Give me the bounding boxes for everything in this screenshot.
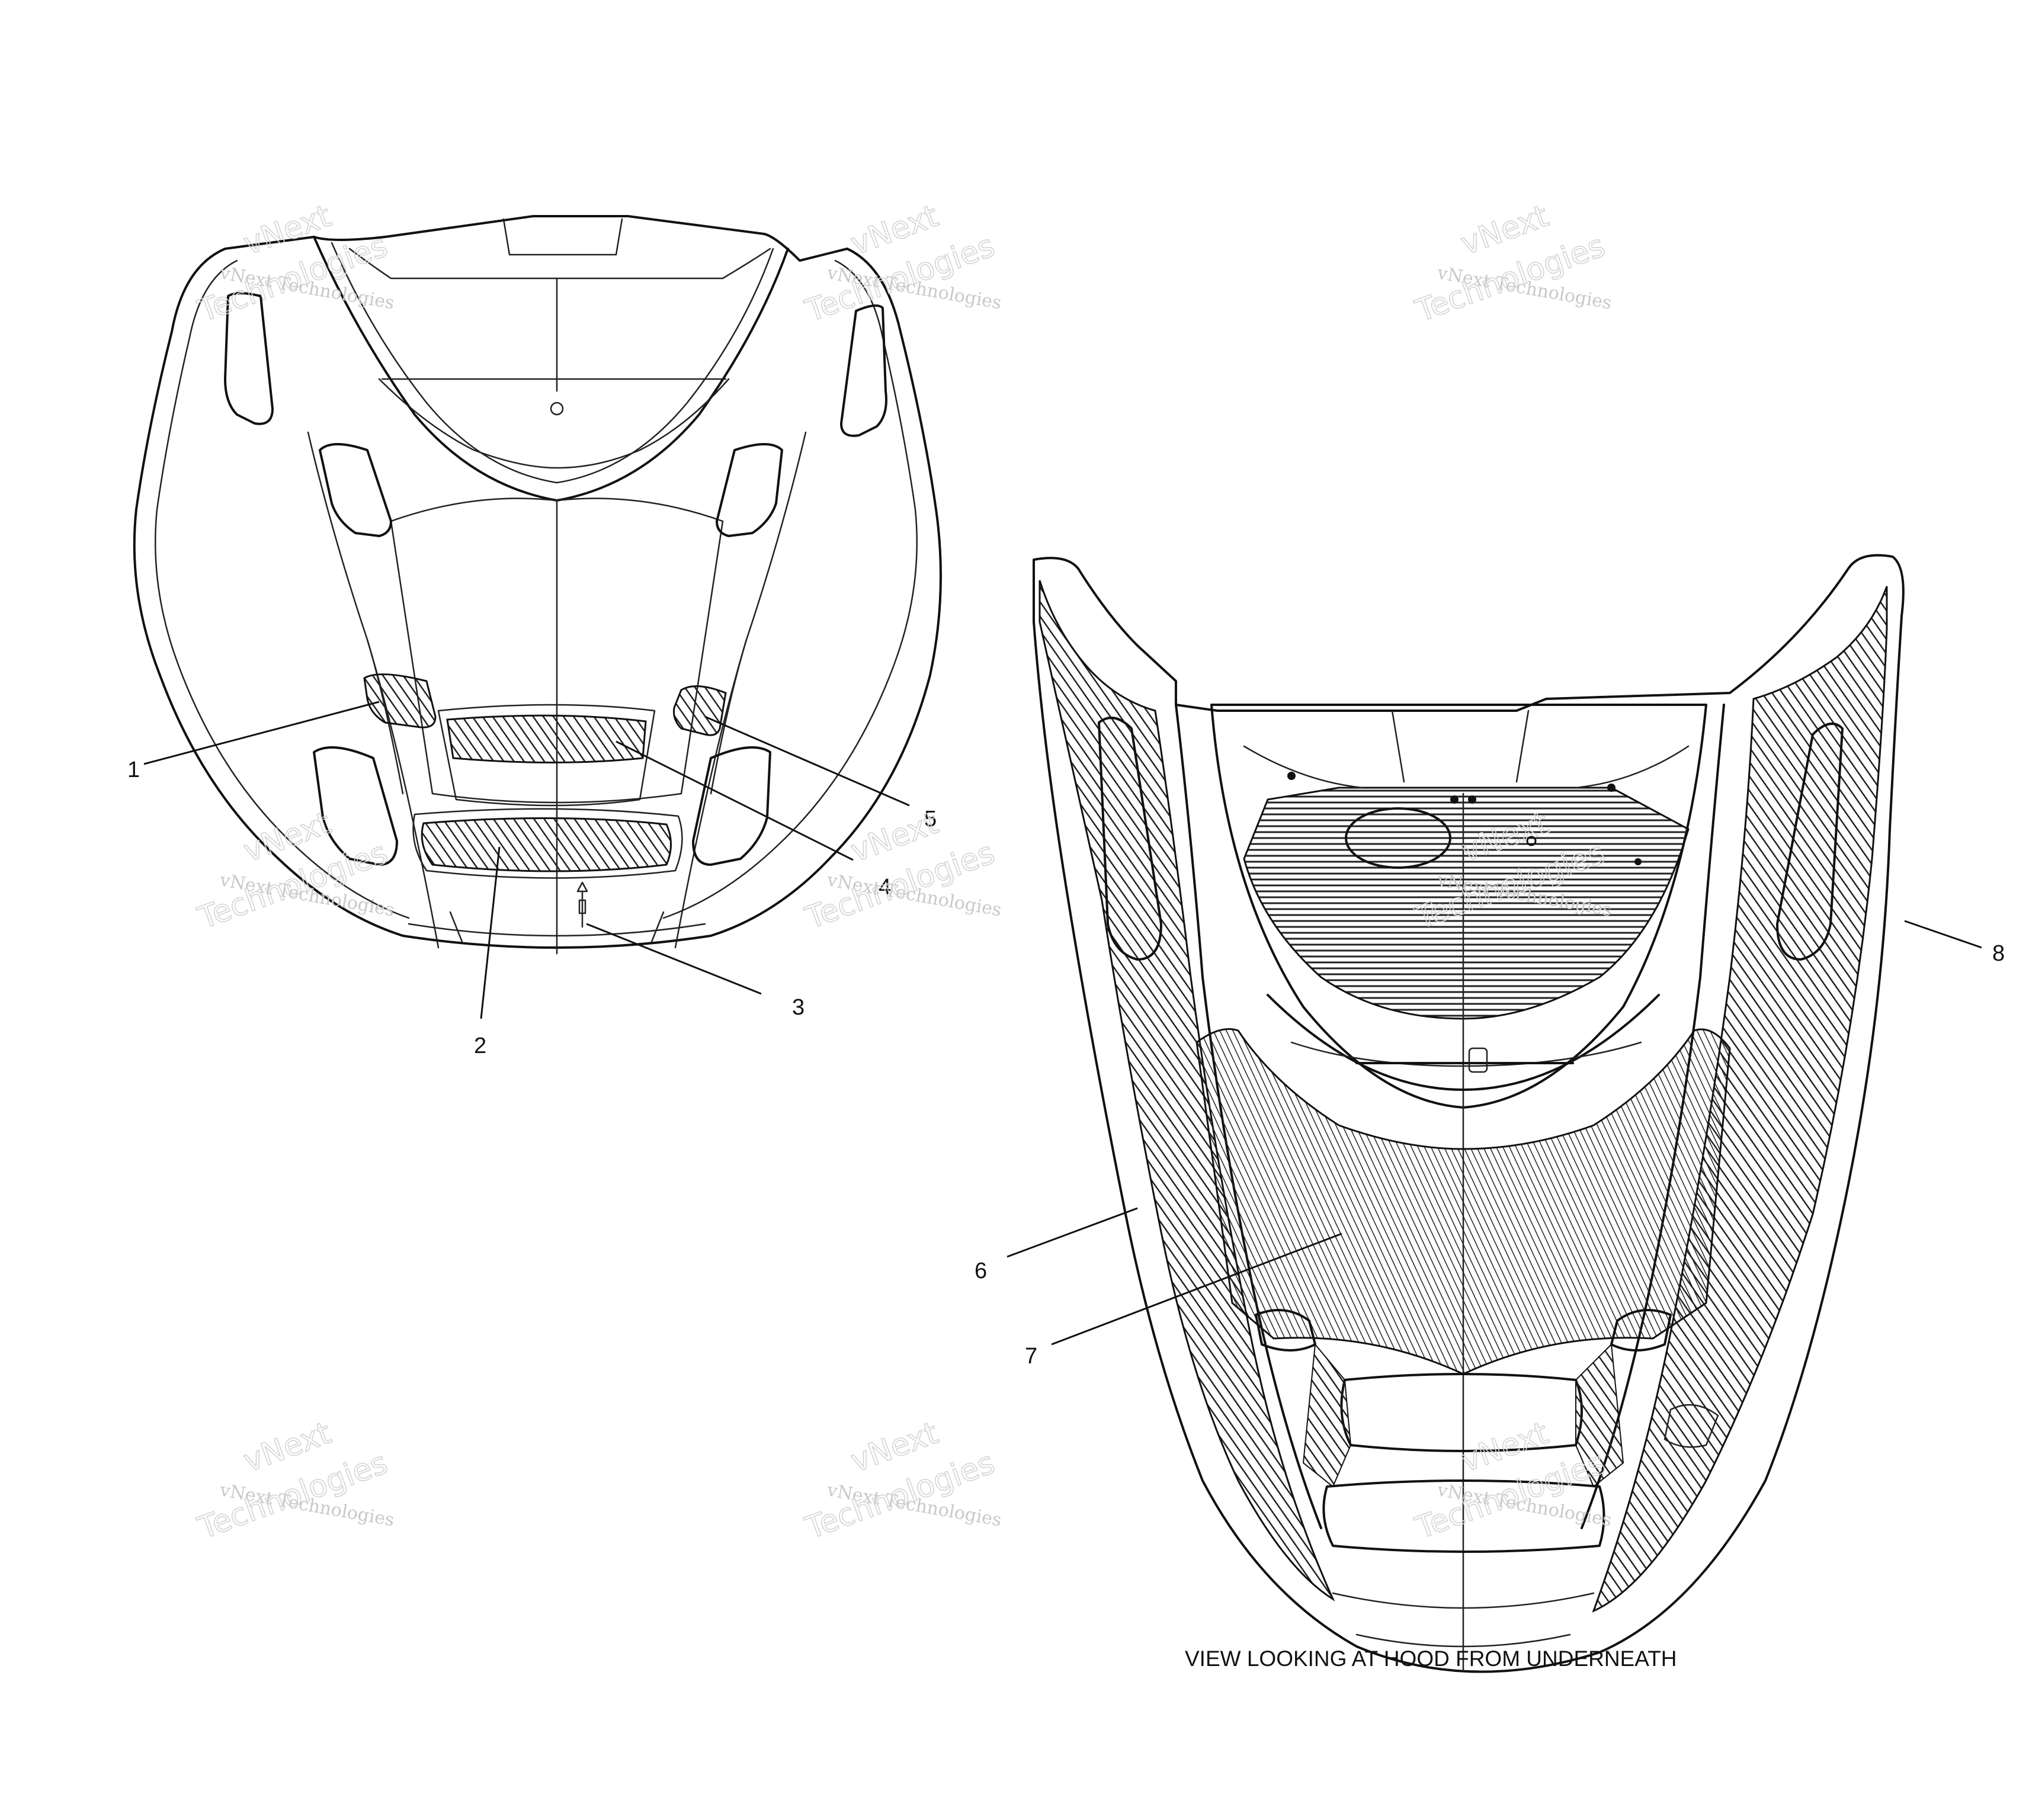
callout-8: 8 [1992, 941, 2005, 966]
hood-underside-shell [1033, 554, 1905, 1673]
leader-1 [143, 701, 380, 765]
leader-3 [586, 923, 762, 995]
watermark-top-right: vNext Technologies vNext Technologies [1411, 198, 1613, 330]
watermark-bottom-left: vNext Technologies vNext Technologies [193, 1415, 396, 1547]
watermark-bottom-center: vNext Technologies vNext Technologies [800, 1415, 1003, 1547]
side-pod-left-lower [313, 746, 398, 866]
leader-8 [1904, 920, 1982, 949]
watermark-mid-center: vNext Technologies vNext Technologies [800, 805, 1003, 937]
leader-4 [616, 740, 854, 861]
decal-6-left-side [1038, 580, 1335, 1601]
leader-5 [704, 715, 910, 807]
decal-5-right-vent [673, 685, 727, 736]
leader-2 [480, 846, 501, 1019]
hood-top-view [133, 215, 942, 955]
leader-lines [143, 701, 1982, 1346]
callout-7: 7 [1025, 1344, 1037, 1369]
rivet-3 [576, 881, 588, 928]
side-pod-right-lower [692, 746, 771, 866]
leader-6 [1007, 1207, 1138, 1258]
watermark-mid-left: vNext Technologies vNext Technologies [193, 805, 396, 937]
callout-5: 5 [924, 807, 937, 832]
hood-outer-shell [133, 215, 942, 949]
side-scoop-left-mid [319, 443, 392, 537]
decal-1-left-vent [363, 673, 437, 728]
leader-7 [1051, 1232, 1342, 1346]
side-scoop-right-upper [840, 304, 887, 437]
hood-underneath-view [1033, 554, 1905, 1673]
watermark-top-center: vNext Technologies vNext Technologies [800, 198, 1003, 330]
callout-6: 6 [975, 1259, 987, 1283]
windshield-opening [313, 236, 789, 502]
callout-labels: 1 2 3 4 5 6 7 8 [127, 757, 2005, 1369]
decal-2-lower-center [421, 817, 672, 872]
side-scoop-left-upper [224, 292, 274, 425]
callout-3: 3 [792, 995, 804, 1020]
glovebox-mat [1243, 787, 1690, 1020]
callout-1: 1 [127, 757, 140, 782]
callout-2: 2 [474, 1033, 486, 1058]
decal-7-center-panel [1195, 1028, 1731, 1375]
decal-4-upper-center [446, 714, 647, 763]
watermark-top-left: vNext Technologies vNext Technologies [193, 198, 396, 330]
side-scoop-right-mid [716, 443, 783, 537]
callout-4: 4 [879, 875, 891, 900]
view-caption: VIEW LOOKING AT HOOD FROM UNDERNEATH [1185, 1646, 1677, 1671]
decal-8-right-side [1592, 586, 1888, 1613]
